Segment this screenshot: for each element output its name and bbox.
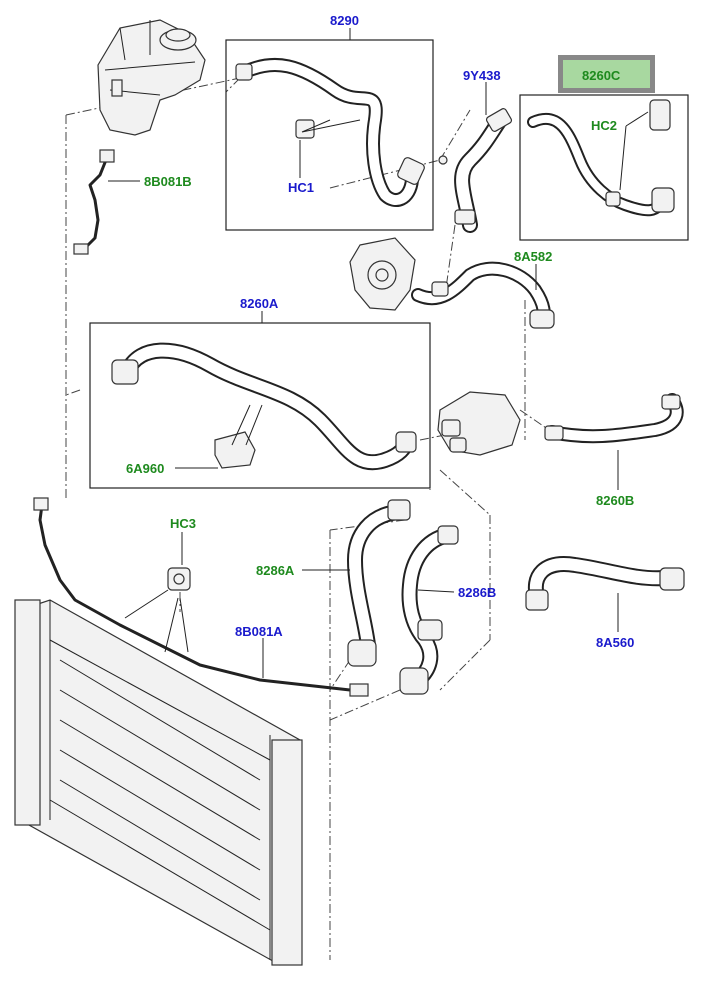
hose-8286a — [347, 499, 411, 667]
radiator — [14, 599, 303, 966]
water-pump — [349, 237, 416, 311]
clip-hc3 — [167, 567, 191, 591]
hose-8290 — [235, 57, 425, 207]
label-9y438: 9Y438 — [463, 68, 501, 83]
coolant-expansion-tank — [97, 19, 206, 136]
hose-8260c — [527, 99, 675, 217]
group-box-8260a — [89, 322, 431, 489]
hose-8a560 — [525, 556, 685, 611]
label-8260a: 8260A — [240, 296, 279, 311]
label-8286a: 8286A — [256, 563, 295, 578]
hose-9y438 — [438, 108, 513, 233]
label-6a960: 6A960 — [126, 461, 164, 476]
label-8a560: 8A560 — [596, 635, 634, 650]
label-8260c: 8260C — [582, 68, 621, 83]
label-8a582: 8A582 — [514, 249, 552, 264]
group-box-8290 — [225, 39, 434, 231]
sensor-harness-8b081a — [33, 497, 369, 697]
leader-lines — [108, 28, 649, 678]
hose-8260b — [544, 393, 684, 444]
label-8b081a: 8B081A — [235, 624, 283, 639]
thermostat-housing — [437, 391, 521, 456]
label-8260b: 8260B — [596, 493, 634, 508]
hose-8260a — [111, 342, 417, 471]
label-hc2: HC2 — [591, 118, 617, 133]
label-8290: 8290 — [330, 13, 359, 28]
group-box-8260c — [519, 94, 689, 241]
hose-8286b — [399, 525, 459, 695]
label-8286b: 8286B — [458, 585, 496, 600]
label-hc1: HC1 — [288, 180, 314, 195]
highlight-box-8260c-inner — [563, 60, 650, 88]
label-hc3: HC3 — [170, 516, 196, 531]
sensor-harness-8b081b — [73, 149, 115, 255]
label-8b081b: 8B081B — [144, 174, 192, 189]
hose-8a582 — [411, 261, 555, 329]
